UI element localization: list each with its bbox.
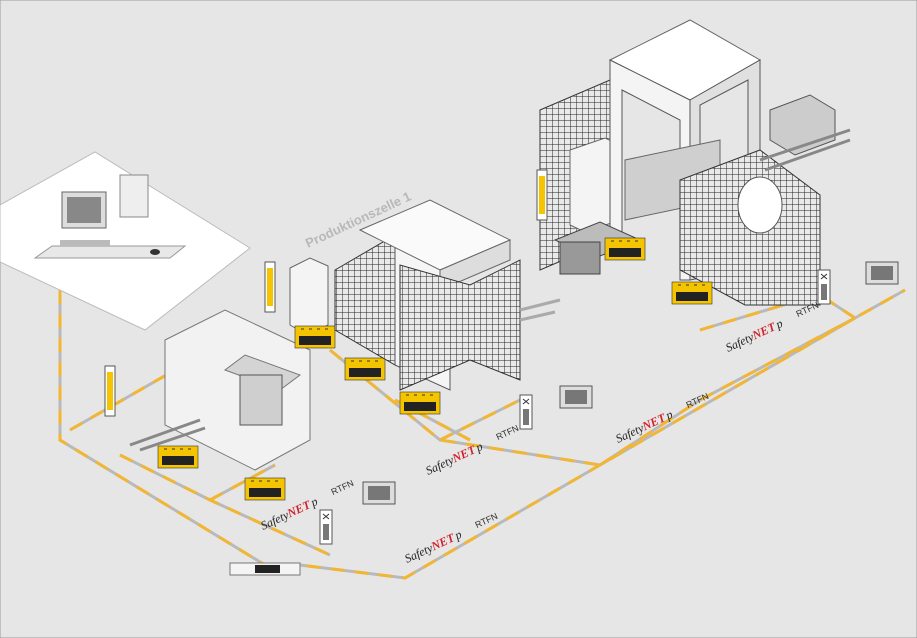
palletizer-cell: [536, 19, 851, 306]
field-devices: [229, 261, 899, 576]
network-switch-icon: [229, 562, 301, 576]
computer-icon: [33, 174, 187, 259]
network-bus: [58, 288, 906, 580]
machine-tool: [104, 309, 311, 501]
office-area: Büro: [0, 151, 251, 331]
robot-cell: [264, 199, 561, 415]
